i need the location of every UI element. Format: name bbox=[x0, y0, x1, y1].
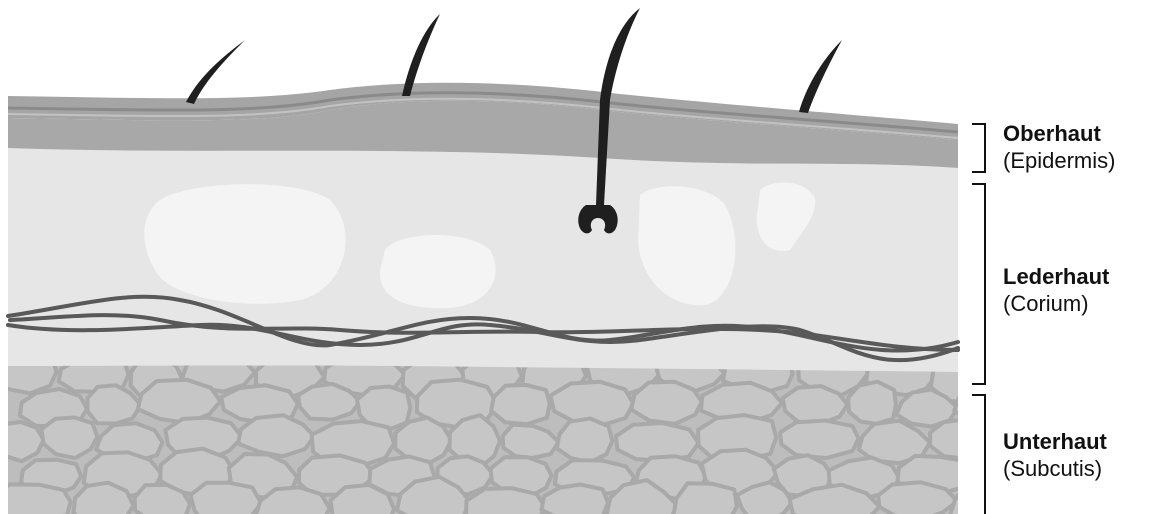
layer-name: Lederhaut bbox=[1003, 263, 1109, 290]
fat-cell bbox=[557, 419, 613, 463]
fat-cell bbox=[780, 421, 858, 459]
label-subcutis: Unterhaut (Subcutis) bbox=[1003, 428, 1107, 482]
hair-icon bbox=[799, 40, 842, 113]
fat-cell bbox=[783, 386, 848, 424]
layer-latin: (Epidermis) bbox=[1003, 147, 1115, 174]
layer-name: Unterhaut bbox=[1003, 428, 1107, 455]
bracket-subcutis bbox=[972, 395, 985, 514]
layer-name: Oberhaut bbox=[1003, 120, 1115, 147]
bracket-epidermis bbox=[972, 124, 985, 172]
fat-cell bbox=[631, 382, 702, 424]
fat-cell bbox=[616, 423, 699, 461]
label-epidermis: Oberhaut (Epidermis) bbox=[1003, 120, 1115, 174]
fat-cell bbox=[930, 419, 991, 458]
layer-latin: (Subcutis) bbox=[1003, 455, 1107, 482]
fat-cell bbox=[491, 385, 550, 424]
fat-cell bbox=[954, 385, 1030, 422]
fat-cell bbox=[848, 382, 896, 424]
fat-cell bbox=[878, 482, 957, 514]
fat-cells bbox=[0, 348, 1030, 514]
fat-cell bbox=[0, 484, 71, 514]
layer-brackets bbox=[972, 124, 985, 514]
fat-cell bbox=[466, 488, 547, 514]
fat-cell bbox=[191, 483, 262, 514]
fat-cell bbox=[674, 483, 737, 514]
label-dermis: Lederhaut (Corium) bbox=[1003, 263, 1109, 317]
layer-latin: (Corium) bbox=[1003, 290, 1109, 317]
hair-icon bbox=[186, 40, 245, 104]
fat-cell bbox=[950, 482, 1013, 514]
bracket-dermis bbox=[972, 184, 985, 384]
